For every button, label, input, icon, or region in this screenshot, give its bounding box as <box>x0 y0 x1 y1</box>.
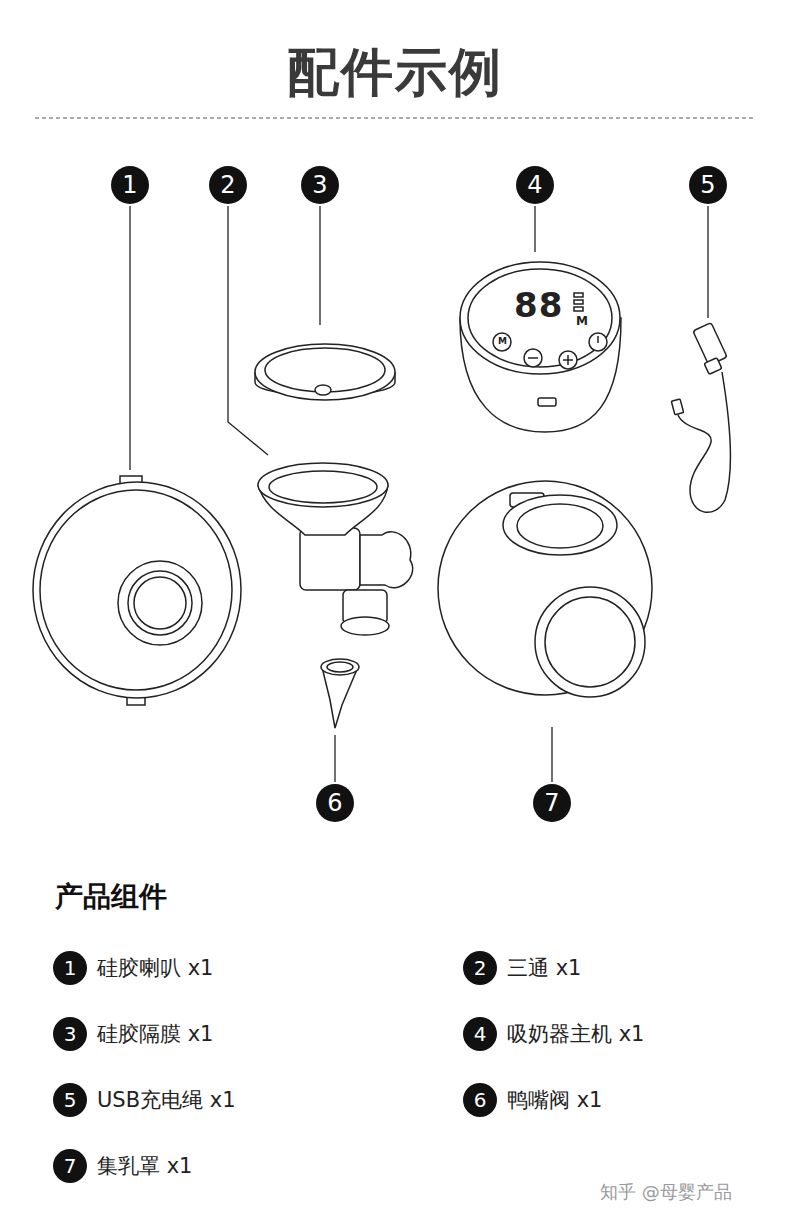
callout-number: 7 <box>533 784 571 822</box>
callout-text: 3 <box>312 171 327 199</box>
section-heading: 产品组件 <box>55 878 167 916</box>
callout-text: 4 <box>527 171 542 199</box>
callout-number: 4 <box>516 166 554 204</box>
item-number-circle: 4 <box>463 1017 497 1051</box>
component-item: 7 集乳罩 x1 <box>53 1149 192 1183</box>
component-item: 1 硅胶喇叭 x1 <box>53 951 213 985</box>
item-number: 6 <box>474 1088 487 1112</box>
item-number-circle: 2 <box>463 951 497 985</box>
item-number-circle: 7 <box>53 1149 87 1183</box>
component-item: 3 硅胶隔膜 x1 <box>53 1017 213 1051</box>
callout-number: 1 <box>111 166 149 204</box>
item-number: 2 <box>474 956 487 980</box>
callout-text: 2 <box>220 171 235 199</box>
callout-text: 5 <box>700 171 715 199</box>
usb-cable <box>671 323 730 513</box>
item-number-circle: 6 <box>463 1083 497 1117</box>
item-number: 1 <box>64 956 77 980</box>
divider-line <box>35 118 755 119</box>
callout-number: 6 <box>316 784 354 822</box>
item-name: 三通 x1 <box>507 954 581 982</box>
display-digits: 88 <box>514 288 563 322</box>
callout-number: 3 <box>301 166 339 204</box>
callout-number: 5 <box>689 166 727 204</box>
leader-lines <box>130 206 708 782</box>
mode-button-label: M <box>498 337 507 346</box>
three-way-connector <box>258 463 413 635</box>
component-item: 2 三通 x1 <box>463 951 581 985</box>
item-number: 3 <box>64 1022 77 1046</box>
watermark: 知乎 @母婴产品 <box>600 1180 732 1204</box>
item-number: 7 <box>64 1154 77 1178</box>
silicone-diaphragm <box>255 344 395 400</box>
component-item: 4 吸奶器主机 x1 <box>463 1017 644 1051</box>
callout-text: 6 <box>327 789 342 817</box>
callout-text: 1 <box>122 171 137 199</box>
item-name: USB充电绳 x1 <box>97 1086 236 1114</box>
item-number-circle: 5 <box>53 1083 87 1117</box>
item-name: 鸭嘴阀 x1 <box>507 1086 602 1114</box>
item-name: 吸奶器主机 x1 <box>507 1020 644 1048</box>
item-number: 5 <box>64 1088 77 1112</box>
component-item: 6 鸭嘴阀 x1 <box>463 1083 602 1117</box>
item-number: 4 <box>474 1022 487 1046</box>
item-name: 硅胶喇叭 x1 <box>97 954 213 982</box>
item-name: 硅胶隔膜 x1 <box>97 1020 213 1048</box>
mode-indicator: M <box>576 315 588 327</box>
milk-collection-cup <box>438 481 652 697</box>
pump-main-unit <box>460 262 621 432</box>
component-item: 5 USB充电绳 x1 <box>53 1083 236 1117</box>
callout-text: 7 <box>544 789 559 817</box>
callout-number: 2 <box>209 166 247 204</box>
diagram-title: 配件示例 <box>0 38 790 108</box>
item-name: 集乳罩 x1 <box>97 1152 192 1180</box>
item-number-circle: 1 <box>53 951 87 985</box>
item-number-circle: 3 <box>53 1017 87 1051</box>
duckbill-valve <box>321 659 359 728</box>
silicone-flange <box>33 476 241 705</box>
